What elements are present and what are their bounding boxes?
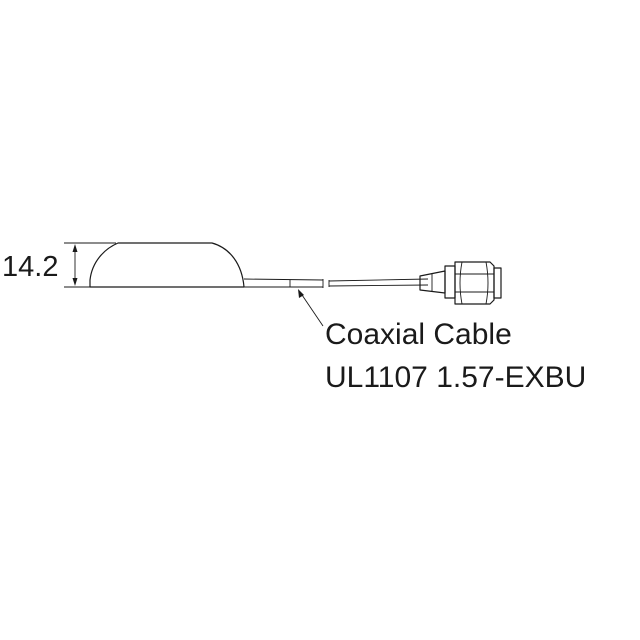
cable-segment-2-top [328,278,429,282]
hex-curve-right [485,261,489,305]
callout-line-2: UL1107 1.57-EXBU [325,361,586,394]
leader-line [299,291,324,327]
antenna-dome-outline [89,242,245,288]
dimension-arrow-top [72,244,78,252]
connector-collar [444,265,456,299]
height-dimension: 14.2 [2,242,116,288]
callout-line-1: Coaxial Cable [325,318,512,351]
cable-segment-1-top [243,278,324,281]
dimension-arrow-bottom [72,278,78,286]
sma-connector [419,261,502,305]
coaxial-cable [243,278,429,288]
antenna-body [89,242,245,288]
callout-leader [298,289,324,327]
connector-end-cap [493,267,502,299]
hex-curve-left [459,261,463,305]
dimension-value: 14.2 [2,251,58,283]
connector-hex-nut [454,261,495,305]
connector-strain-relief [419,270,446,294]
cable-segment-2-bottom [328,284,429,287]
leader-arrowhead [298,289,304,298]
